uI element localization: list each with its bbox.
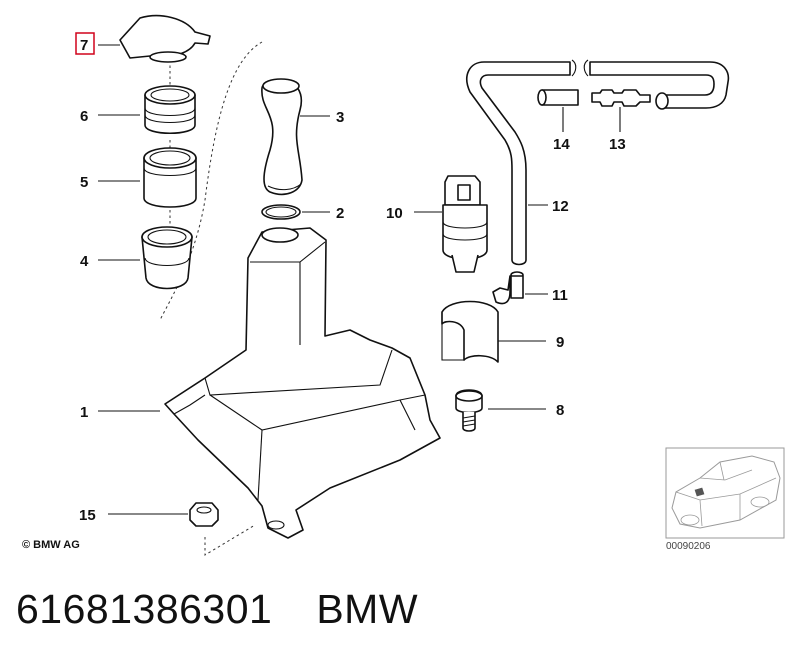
label-5: 5 [80, 174, 88, 191]
part-1-washer-reservoir [164, 227, 441, 539]
label-6: 6 [80, 108, 88, 125]
copyright-notice: © BMW AG [22, 539, 80, 551]
part-6-seal [144, 85, 196, 134]
label-11: 11 [552, 287, 568, 304]
parts-diagram: 7 6 5 4 1 15 3 2 10 12 11 9 8 14 13 [75, 14, 785, 556]
part-2-o-ring [261, 204, 301, 220]
label-12: 12 [552, 198, 569, 215]
label-15: 15 [79, 507, 96, 524]
assembly-guide-line [159, 41, 263, 321]
part-5-sleeve [143, 147, 197, 208]
label-14: 14 [553, 136, 570, 153]
footer-caption: 61681386301 BMW [16, 586, 418, 633]
brand-name: BMW [316, 586, 419, 632]
part-14-hose-piece [537, 89, 579, 106]
part-8-bolt [455, 389, 483, 432]
part-number: 61681386301 [16, 586, 273, 632]
label-2: 2 [336, 205, 344, 222]
part-3-hose [261, 78, 303, 196]
part-13-connector [591, 89, 669, 110]
part-12-washer-hose [466, 59, 730, 266]
label-4: 4 [80, 253, 89, 270]
part-4-filler-neck [141, 226, 193, 290]
part-7-filler-cap [119, 14, 211, 63]
label-9: 9 [556, 334, 564, 351]
part-9-grommet [441, 300, 499, 363]
part-10-washer-pump [442, 175, 488, 273]
part-15-nut [189, 502, 219, 527]
reference-code: 00090206 [666, 541, 711, 552]
label-8: 8 [556, 402, 564, 419]
highlight-box-7 [75, 32, 95, 55]
leader-lines [98, 44, 621, 515]
label-13: 13 [609, 136, 626, 153]
part-11-elbow [492, 271, 524, 305]
label-7: 7 [80, 37, 88, 54]
label-1: 1 [80, 404, 88, 421]
vehicle-thumbnail [665, 447, 785, 539]
assembly-guide-line [204, 524, 256, 556]
label-3: 3 [336, 109, 344, 126]
label-10: 10 [386, 205, 403, 222]
